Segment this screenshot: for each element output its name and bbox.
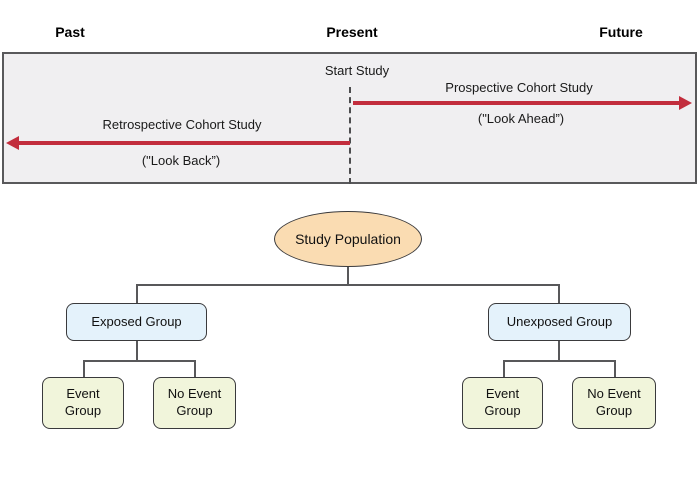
event-group-node-unexposed: Event Group: [462, 377, 543, 429]
connector-level1-horizontal: [136, 284, 560, 286]
connector-right-horizontal: [503, 360, 616, 362]
connector-root-stub: [347, 266, 349, 286]
connector-drop-noevent-right: [614, 360, 616, 377]
study-population-node: Study Population: [274, 211, 422, 267]
retrospective-title: Retrospective Cohort Study: [102, 117, 262, 132]
prospective-title: Prospective Cohort Study: [445, 80, 593, 95]
connector-drop-event-right: [503, 360, 505, 377]
present-label: Present: [326, 24, 378, 40]
unexposed-group-label: Unexposed Group: [506, 313, 613, 329]
right-arrowhead-icon: [679, 96, 692, 110]
event-group-label-exposed: Event Group: [64, 386, 102, 418]
future-label: Future: [599, 24, 643, 40]
connector-drop-exposed: [136, 284, 138, 303]
connector-drop-event-left: [83, 360, 85, 377]
no-event-group-node-unexposed: No Event Group: [572, 377, 656, 429]
prospective-arrow-line: [353, 101, 680, 105]
event-group-node-exposed: Event Group: [42, 377, 124, 429]
event-group-label-unexposed: Event Group: [484, 386, 521, 418]
prospective-subtitle: ("Look Ahead”): [477, 111, 565, 126]
no-event-group-node-exposed: No Event Group: [153, 377, 236, 429]
past-label: Past: [55, 24, 85, 40]
exposed-group-node: Exposed Group: [66, 303, 207, 341]
retrospective-arrow-line: [19, 141, 350, 145]
exposed-group-label: Exposed Group: [91, 313, 182, 329]
connector-left-horizontal: [83, 360, 196, 362]
connector-exposed-stub: [136, 341, 138, 362]
retrospective-subtitle: ("Look Back”): [141, 153, 221, 168]
no-event-group-label-exposed: No Event Group: [167, 386, 222, 418]
study-population-label: Study Population: [295, 230, 401, 247]
connector-unexposed-stub: [558, 341, 560, 362]
connector-drop-unexposed: [558, 284, 560, 303]
present-dashed-line: [349, 87, 351, 184]
left-arrowhead-icon: [6, 136, 19, 150]
connector-drop-noevent-left: [194, 360, 196, 377]
no-event-group-label-unexposed: No Event Group: [587, 386, 641, 418]
start-study-label: Start Study: [324, 63, 390, 78]
unexposed-group-node: Unexposed Group: [488, 303, 631, 341]
